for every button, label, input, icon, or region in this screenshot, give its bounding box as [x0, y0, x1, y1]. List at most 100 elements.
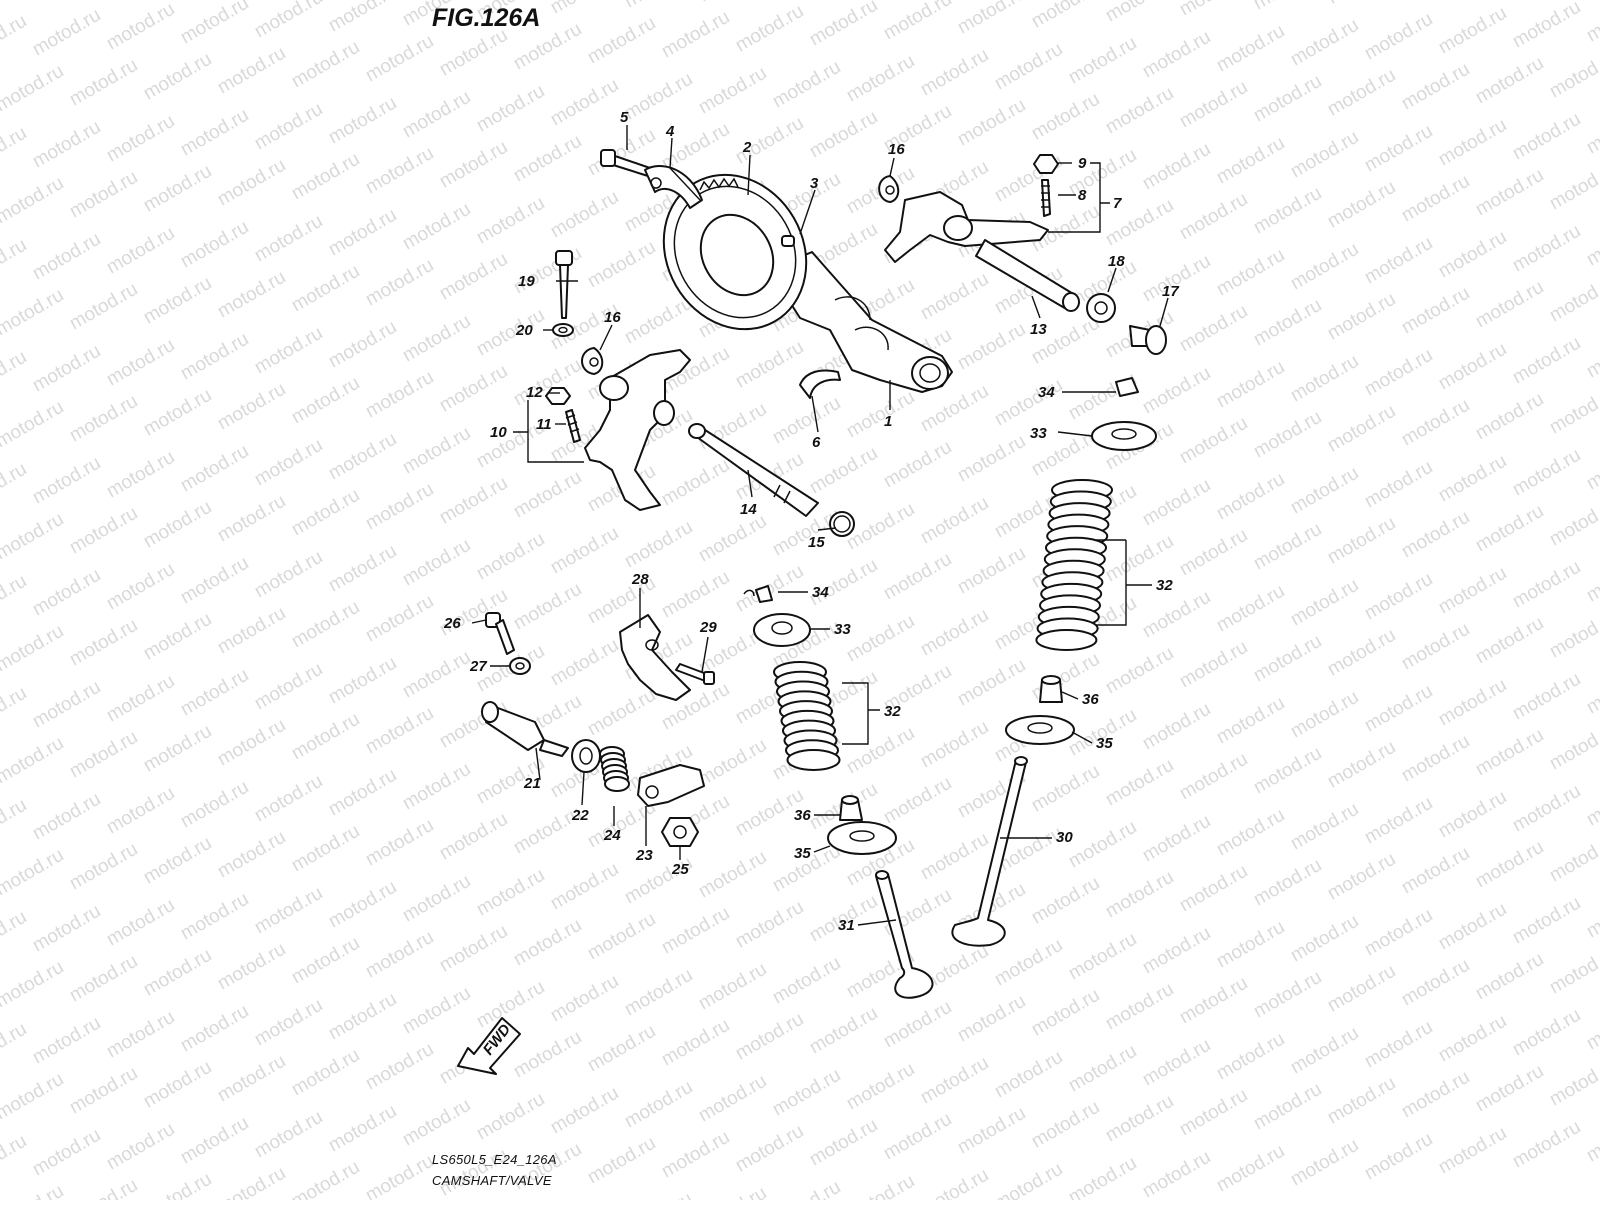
watermark-text: motod.ru [66, 1175, 141, 1200]
watermark-text: motod.ru [1065, 33, 1140, 89]
watermark-text: motod.ru [29, 229, 104, 285]
watermark-text: motod.ru [1176, 525, 1251, 581]
watermark-text: motod.ru [103, 783, 178, 839]
watermark-text: motod.ru [140, 1057, 215, 1113]
watermark-text: motod.ru [362, 927, 437, 983]
spring-seat-right-part [1006, 716, 1074, 744]
watermark-text: motod.ru [1287, 687, 1362, 743]
watermark-text: motod.ru [547, 859, 622, 915]
watermark-text: motod.ru [66, 615, 141, 671]
watermark-text: motod.ru [214, 491, 289, 547]
callout-15: 15 [808, 534, 825, 551]
watermark-text: motod.ru [214, 1051, 289, 1107]
watermark-text: motod.ru [399, 1095, 474, 1151]
watermark-text: motod.ru [399, 199, 474, 255]
watermark-text: motod.ru [1509, 893, 1584, 949]
watermark-text: motod.ru [1472, 1061, 1547, 1117]
callout-16-lower: 16 [604, 309, 621, 326]
watermark-text: motod.ru [1213, 469, 1288, 525]
watermark-text: motod.ru [66, 167, 141, 223]
watermark-text: motod.ru [1324, 961, 1399, 1017]
watermark-text: motod.ru [843, 51, 918, 107]
watermark-text: motod.ru [584, 13, 659, 69]
watermark-text: motod.ru [288, 261, 363, 317]
callout-33-right: 33 [1030, 425, 1047, 442]
watermark-text: motod.ru [1139, 27, 1214, 83]
watermark-text: motod.ru [658, 7, 733, 63]
watermark-text: motod.ru [1398, 1067, 1473, 1123]
watermark-text: motod.ru [473, 1089, 548, 1145]
watermark-text: motod.ru [103, 671, 178, 727]
watermark-text: motod.ru [362, 815, 437, 871]
watermark-text: motod.ru [1435, 1123, 1510, 1179]
watermark-text: motod.ru [362, 143, 437, 199]
watermark-text: motod.ru [1361, 457, 1436, 513]
watermark-text: motod.ru [1398, 171, 1473, 227]
watermark-text: motod.ru [0, 397, 67, 453]
watermark-text: motod.ru [1028, 985, 1103, 1041]
callout-35-center: 35 [794, 845, 811, 862]
watermark-text: motod.ru [621, 293, 696, 349]
watermark-text: motod.ru [0, 61, 67, 117]
watermark-text: motod.ru [214, 827, 289, 883]
watermark-text: motod.ru [991, 1159, 1066, 1200]
watermark-text: motod.ru [399, 759, 474, 815]
watermark-text: motod.ru [214, 155, 289, 211]
watermark-text: motod.ru [1287, 15, 1362, 71]
watermark-text: motod.ru [695, 1071, 770, 1127]
watermark-text: motod.ru [1250, 519, 1325, 575]
watermark-text: motod.ru [362, 31, 437, 87]
watermark-text: motod.ru [325, 989, 400, 1045]
watermark-text: motod.ru [66, 503, 141, 559]
callout-6: 6 [812, 434, 821, 451]
watermark-text: motod.ru [1287, 911, 1362, 967]
watermark-text: motod.ru [1324, 0, 1399, 8]
watermark-text: motod.ru [1139, 139, 1214, 195]
watermark-text: motod.ru [399, 983, 474, 1039]
watermark-text: motod.ru [991, 375, 1066, 431]
watermark-text: motod.ru [954, 655, 1029, 711]
watermark-text: motod.ru [29, 901, 104, 957]
watermark-text: motod.ru [695, 63, 770, 119]
watermark-text: motod.ru [325, 0, 400, 36]
watermark-text: motod.ru [66, 1063, 141, 1119]
watermark-text: motod.ru [1287, 463, 1362, 519]
watermark-text: motod.ru [1324, 177, 1399, 233]
watermark-text: motod.ru [880, 1109, 955, 1165]
watermark-text: motod.ru [954, 95, 1029, 151]
callout-23: 23 [635, 847, 653, 864]
watermark-text: motod.ru [251, 659, 326, 715]
callout-17: 17 [1162, 283, 1179, 300]
washer-27-part [510, 658, 530, 674]
watermark-text: motod.ru [140, 609, 215, 665]
watermark-text: motod.ru [436, 809, 511, 865]
watermark-text: motod.ru [103, 0, 178, 54]
watermark-text: motod.ru [177, 553, 252, 609]
watermark-text: motod.ru [1546, 159, 1600, 215]
spring-retainer-right-part [1092, 422, 1156, 450]
spring-coil [605, 777, 629, 791]
watermark-text: motod.ru [177, 1113, 252, 1169]
watermark-text: motod.ru [806, 0, 881, 50]
watermark-text: motod.ru [288, 933, 363, 989]
callout-7: 7 [1113, 195, 1122, 212]
watermark-text: motod.ru [325, 653, 400, 709]
watermark-text: motod.ru [436, 137, 511, 193]
watermark-text: motod.ru [1065, 1041, 1140, 1097]
plug-part [1130, 326, 1166, 354]
watermark-text: motod.ru [806, 1003, 881, 1059]
bolt-26-part [486, 613, 514, 654]
watermark-text: motod.ru [954, 319, 1029, 375]
callout-33-center: 33 [834, 621, 851, 638]
watermark-text: motod.ru [769, 1065, 844, 1121]
watermark-text: motod.ru [399, 87, 474, 143]
watermark-text: motod.ru [436, 249, 511, 305]
watermark-text: motod.ru [1213, 1141, 1288, 1197]
watermark-text: motod.ru [1509, 1117, 1584, 1173]
watermark-text: motod.ru [214, 379, 289, 435]
watermark-text: motod.ru [214, 715, 289, 771]
watermark-text: motod.ru [1472, 277, 1547, 333]
callout-5: 5 [620, 109, 629, 126]
watermark-text: motod.ru [1472, 389, 1547, 445]
